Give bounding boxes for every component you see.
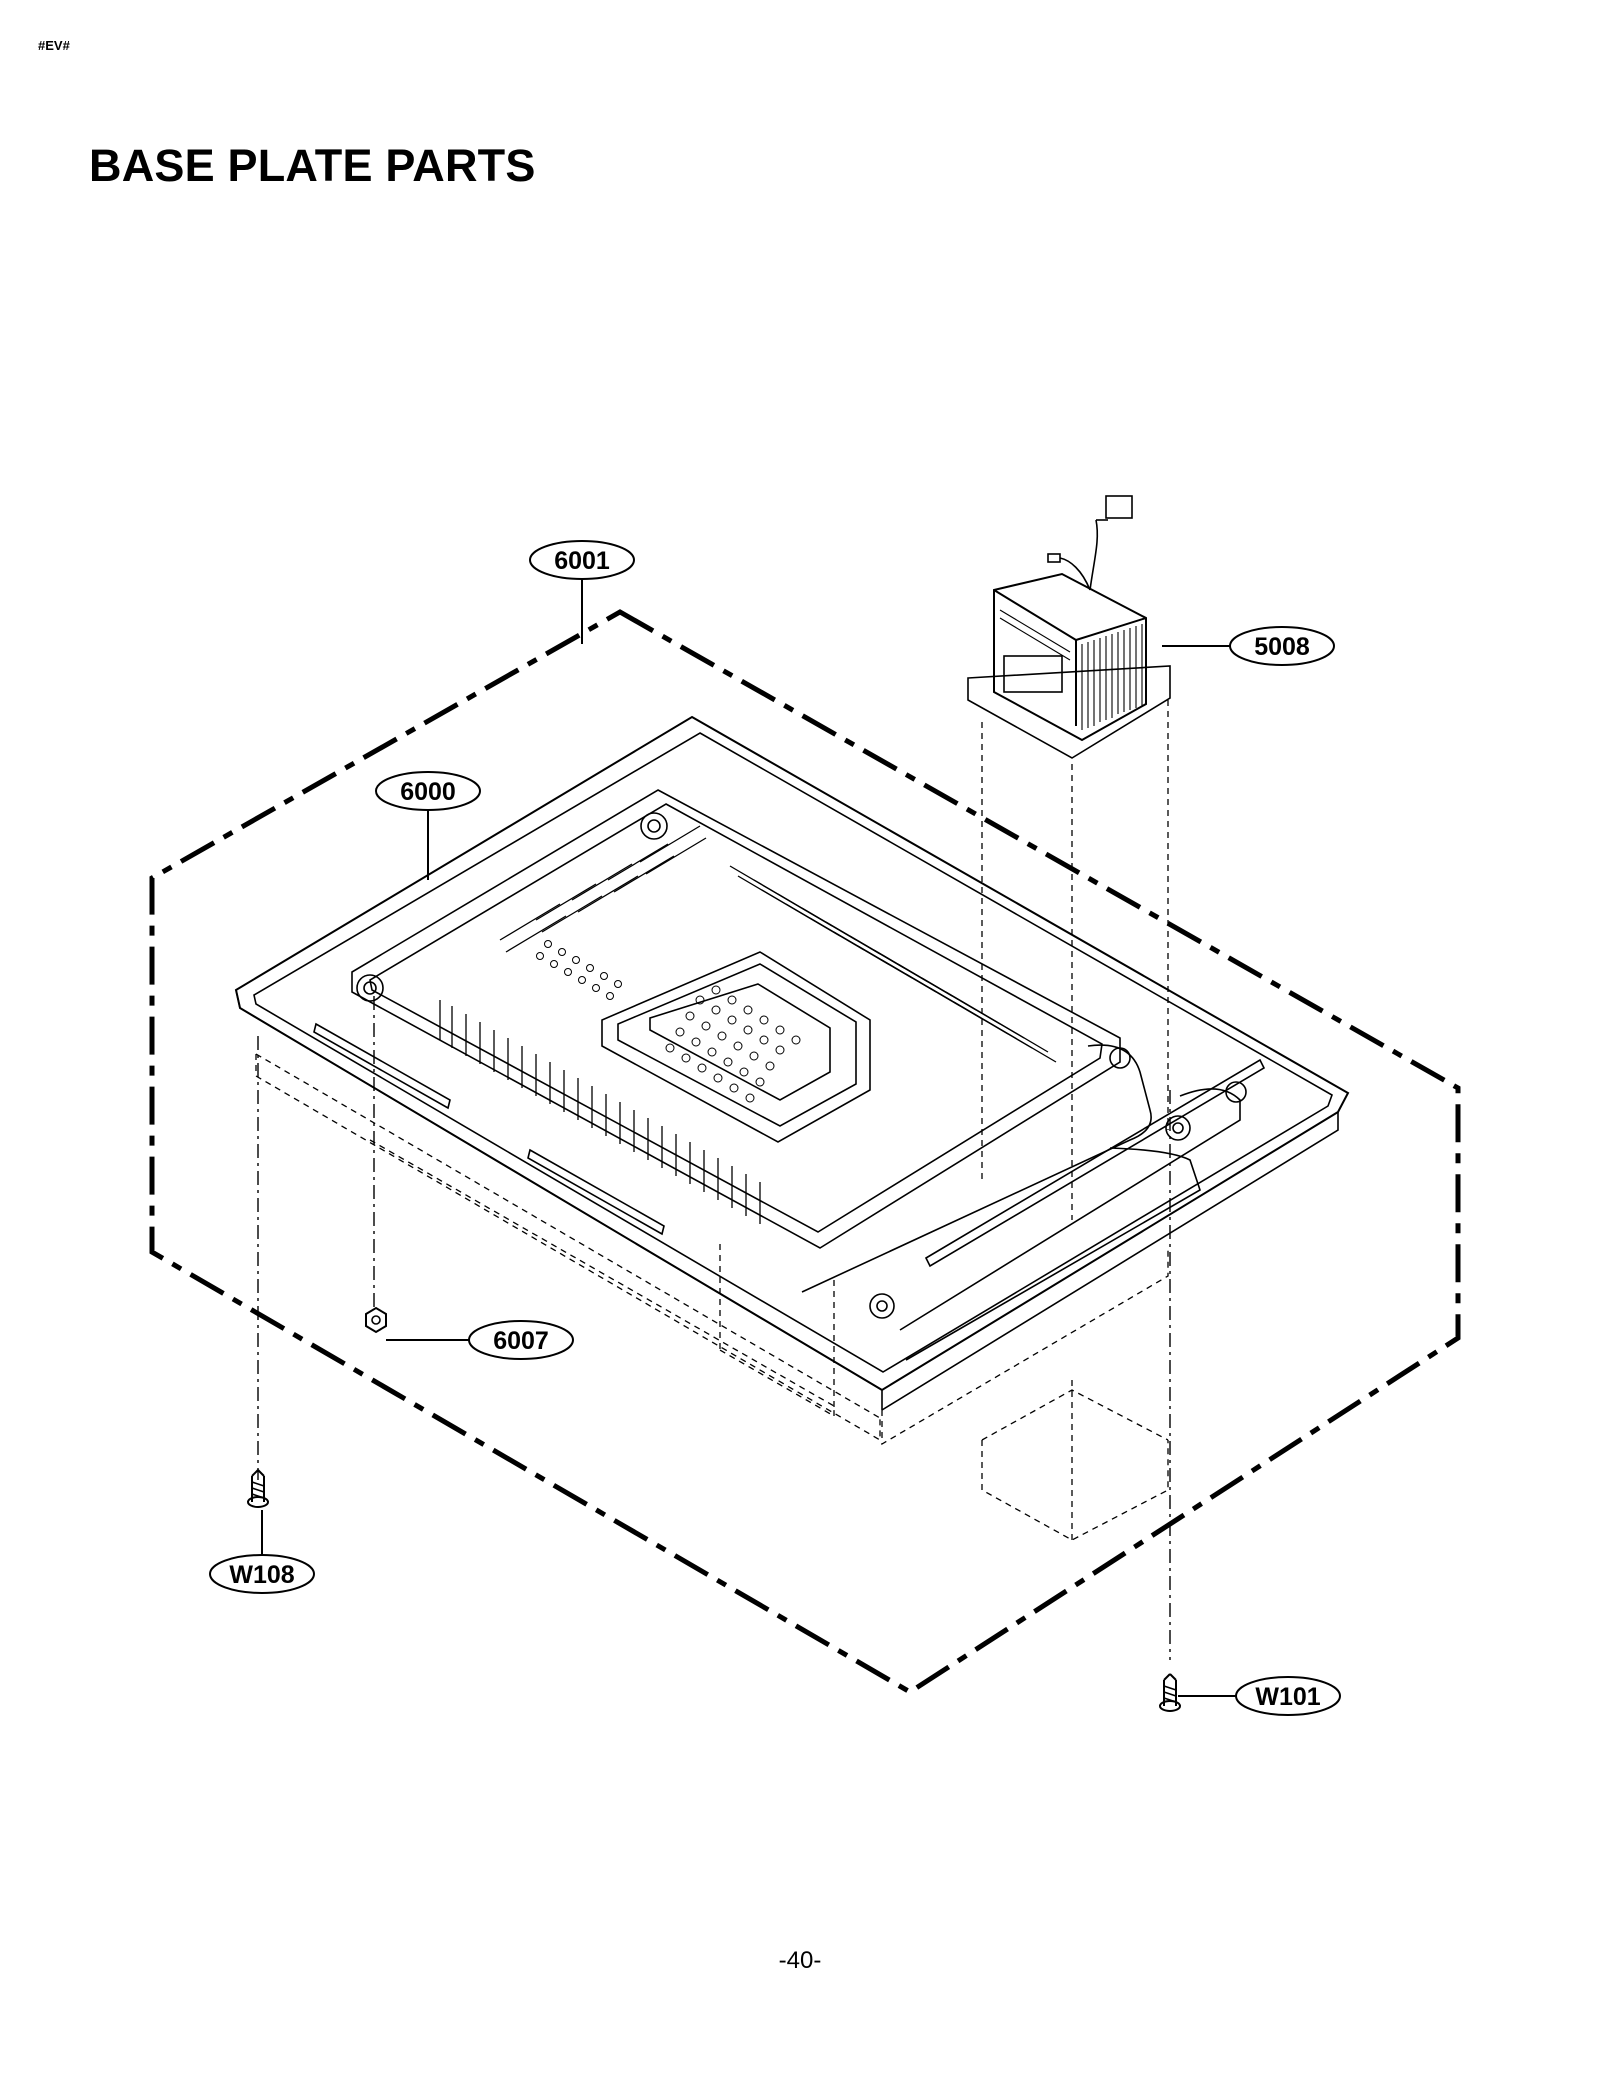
leader-lines bbox=[261, 577, 1236, 1697]
callout-label-w101: W101 bbox=[1255, 1683, 1320, 1711]
callout-6007: 6007 bbox=[468, 1320, 574, 1360]
screw-w101 bbox=[1159, 1673, 1181, 1712]
callout-label-w108: W108 bbox=[229, 1561, 294, 1589]
base-plate-6000 bbox=[234, 715, 1350, 1411]
transformer-5008 bbox=[967, 495, 1171, 759]
callout-5008: 5008 bbox=[1229, 626, 1335, 666]
doc-code: #EV# bbox=[38, 38, 70, 53]
callout-6001: 6001 bbox=[529, 540, 635, 580]
callout-label-6001: 6001 bbox=[554, 547, 610, 575]
transformer-projections bbox=[981, 700, 1169, 1541]
assembly-boundary-6001 bbox=[149, 609, 1461, 1695]
callout-label-6007: 6007 bbox=[493, 1327, 549, 1355]
assembly-axes bbox=[257, 996, 1171, 1660]
hidden-projections bbox=[255, 1053, 1169, 1446]
vent-slots bbox=[439, 825, 1057, 1224]
screw-w108 bbox=[247, 1469, 269, 1508]
perforation-grid bbox=[536, 940, 801, 1103]
center-recess bbox=[601, 951, 871, 1143]
page-title: BASE PLATE PARTS bbox=[89, 140, 536, 191]
callout-label-6000: 6000 bbox=[400, 778, 456, 806]
callout-label-5008: 5008 bbox=[1254, 633, 1310, 661]
callout-w101: W101 bbox=[1235, 1676, 1341, 1716]
callout-w108: W108 bbox=[209, 1554, 315, 1594]
boss-holes bbox=[356, 812, 1247, 1319]
callout-6000: 6000 bbox=[375, 771, 481, 811]
nut-6007 bbox=[365, 1306, 387, 1334]
page-number: -40- bbox=[778, 1947, 822, 1974]
